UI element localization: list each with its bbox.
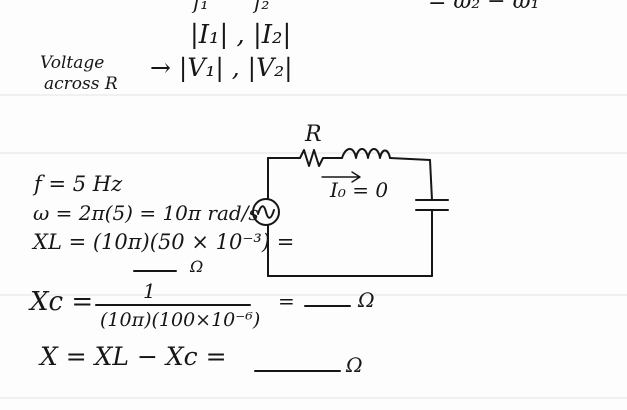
reactance-total-line: X = XL − Xc = (40, 342, 227, 371)
circuit-diagram (252, 148, 449, 277)
resistor-symbol (267, 149, 343, 167)
xc-denominator: (10π)(100×10⁻⁶) (100, 309, 261, 331)
frequency-line: f = 5 Hz (34, 172, 123, 196)
voltage-note-line2: across R (44, 74, 118, 94)
xc-numerator: 1 (143, 279, 156, 303)
xl-line: XL = (10π)(50 × 10⁻³) = (33, 230, 295, 254)
f2-label: f₂ (254, 0, 270, 14)
omega-difference: = ω₂ − ω₁ (428, 0, 540, 14)
voltages-label: → |V₁| , |V₂| (150, 53, 293, 82)
current-label: I₀ = 0 (330, 178, 389, 202)
xc-unit: Ω (358, 288, 375, 312)
xl-unit: Ω (190, 257, 204, 276)
x-unit: Ω (346, 353, 363, 377)
omega-line: ω = 2π(5) = 10π rad/s (33, 201, 259, 225)
xc-lhs: Xc = (30, 287, 94, 317)
current-arrow-icon (321, 171, 361, 183)
inductor-symbol (341, 148, 391, 159)
voltage-note-line1: Voltage (40, 53, 105, 73)
currents-label: |I₁| , |I₂| (190, 20, 292, 50)
right-wire (429, 159, 433, 201)
f1-label: f₁ (193, 0, 209, 14)
resistor-label: R (305, 122, 322, 147)
xc-equals: = (278, 289, 295, 313)
top-wire (389, 157, 431, 161)
sine-wave-icon (257, 205, 275, 219)
ac-source-icon (252, 198, 280, 226)
